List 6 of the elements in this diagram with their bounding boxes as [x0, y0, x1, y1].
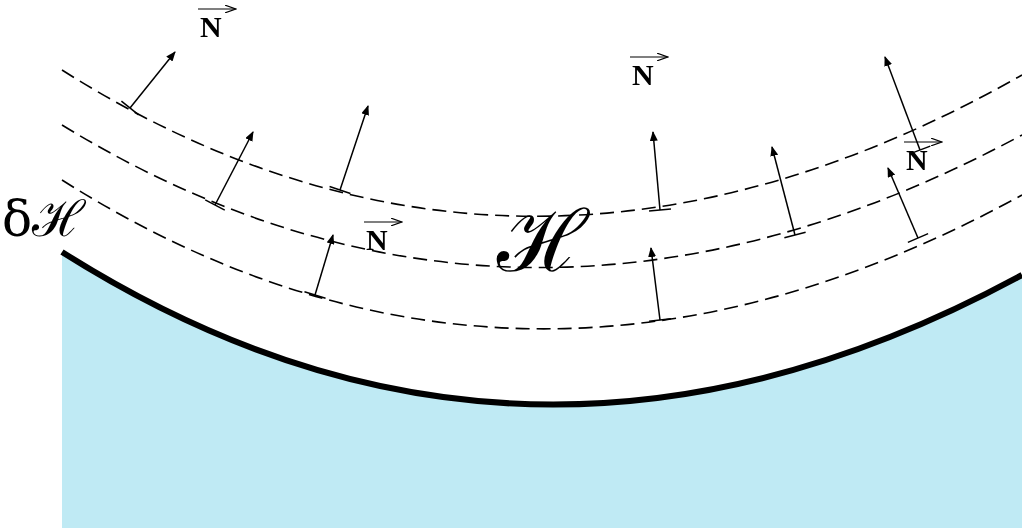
- vector-label: N: [906, 145, 928, 175]
- symbol-label: δℋ: [2, 194, 86, 244]
- vector-label: N: [200, 12, 222, 42]
- symbol-label: ℋ: [497, 198, 588, 284]
- vector-label: N: [366, 225, 388, 255]
- vector-label: N: [632, 60, 654, 90]
